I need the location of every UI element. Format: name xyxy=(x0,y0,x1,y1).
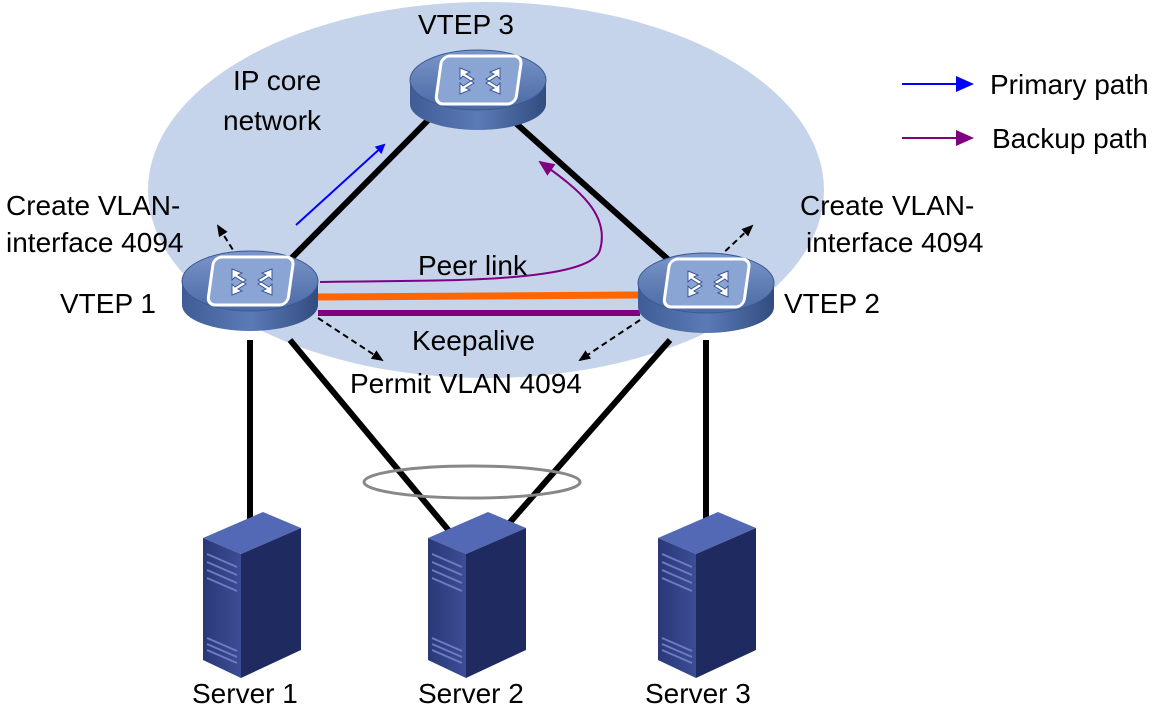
legend: Primary path Backup path xyxy=(902,69,1149,154)
server2-label: Server 2 xyxy=(418,678,524,709)
server2-icon xyxy=(427,511,527,679)
server3-label: Server 3 xyxy=(645,678,751,709)
keepalive-label: Keepalive xyxy=(412,325,535,356)
vtep2-label: VTEP 2 xyxy=(784,288,880,319)
peer-link-line xyxy=(317,291,641,301)
server3-icon xyxy=(657,511,757,679)
create-vlan-right-line2: interface 4094 xyxy=(806,227,983,258)
vtep1-switch-icon xyxy=(180,249,320,333)
link-vtep1-server2 xyxy=(287,338,458,540)
legend-primary-label: Primary path xyxy=(990,69,1149,100)
vtep2-switch-icon xyxy=(636,251,776,335)
server1-icon xyxy=(202,511,302,679)
primary-path-arrow xyxy=(295,143,386,226)
permit-vlan-arrow-left xyxy=(317,317,384,362)
vtep1-label: VTEP 1 xyxy=(60,288,156,319)
create-vlan-arrow-left xyxy=(216,224,239,259)
link-vtep1-vtep3 xyxy=(259,97,451,291)
permit-vlan-arrow-right xyxy=(578,319,641,362)
vtep3-switch-icon xyxy=(408,48,548,132)
create-vlan-right-line1: Create VLAN- xyxy=(800,190,974,221)
peer-link-label: Peer link xyxy=(418,250,528,281)
legend-backup-label: Backup path xyxy=(992,123,1148,154)
create-vlan-left-line1: Create VLAN- xyxy=(6,190,180,221)
cloud-label-line2: network xyxy=(223,105,322,136)
link-aggregation-ring xyxy=(362,464,582,500)
create-vlan-arrow-right xyxy=(717,224,754,259)
create-vlan-left-line2: interface 4094 xyxy=(6,227,183,258)
permit-vlan-label: Permit VLAN 4094 xyxy=(350,368,582,399)
vtep3-label: VTEP 3 xyxy=(418,9,514,40)
cloud-label-line1: IP core xyxy=(233,65,321,96)
server1-label: Server 1 xyxy=(192,678,298,709)
backup-path-arrow xyxy=(319,160,603,283)
